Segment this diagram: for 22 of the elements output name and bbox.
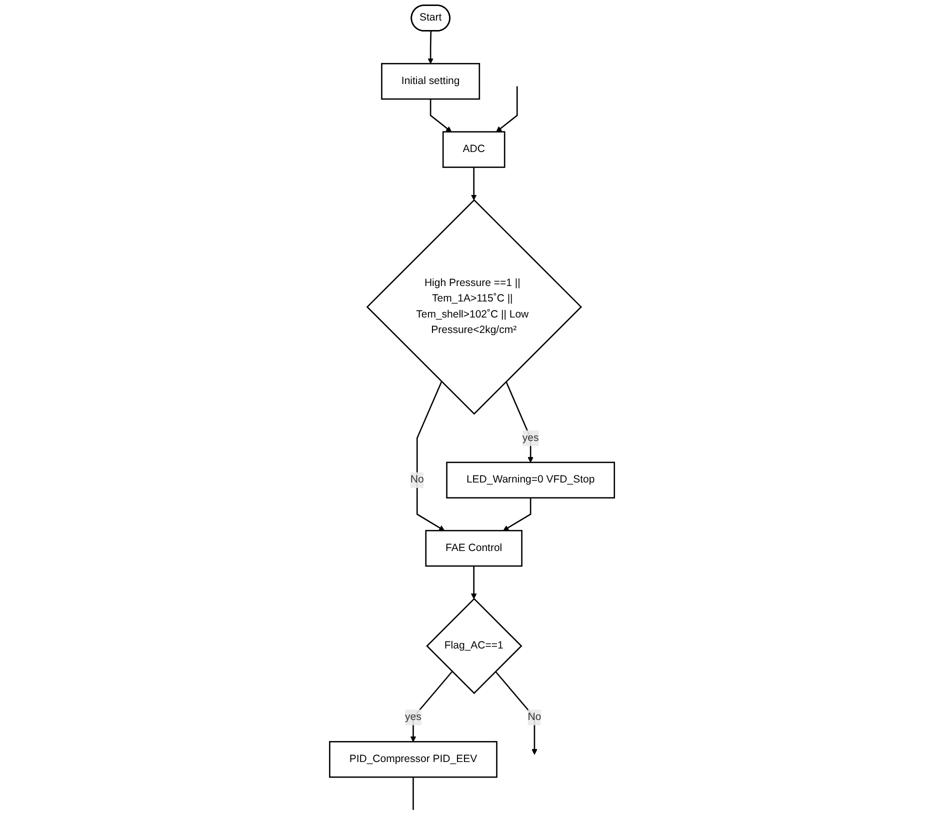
node-diamond: Flag_AC==1 bbox=[426, 598, 522, 694]
node-diamond: High Pressure ==1 || Tem_1A>115˚C || Tem_shell>102˚C || Low Pressure<2kg/cm² bbox=[366, 199, 582, 415]
arrow bbox=[496, 86, 518, 132]
arrow bbox=[505, 381, 534, 463]
arrow bbox=[430, 99, 452, 132]
node-box: Initial setting bbox=[381, 62, 480, 100]
arrow bbox=[494, 671, 538, 755]
connector bbox=[412, 777, 414, 810]
arrow bbox=[416, 381, 445, 531]
node-box: ADC bbox=[442, 131, 506, 168]
edge-label: No bbox=[528, 712, 542, 723]
arrow bbox=[428, 31, 434, 64]
arrow bbox=[470, 566, 477, 600]
node-box: FAE Control bbox=[425, 530, 522, 567]
edge-label: yes bbox=[405, 712, 422, 723]
node-box: LED_Warning=0 VFD_Stop bbox=[446, 462, 615, 498]
edge-label: yes bbox=[522, 432, 539, 444]
arrow bbox=[503, 498, 532, 531]
arrow bbox=[470, 167, 477, 200]
node-box: PID_Compressor PID_EEV bbox=[329, 741, 498, 778]
arrow bbox=[410, 671, 453, 742]
edge-label: No bbox=[410, 474, 424, 486]
